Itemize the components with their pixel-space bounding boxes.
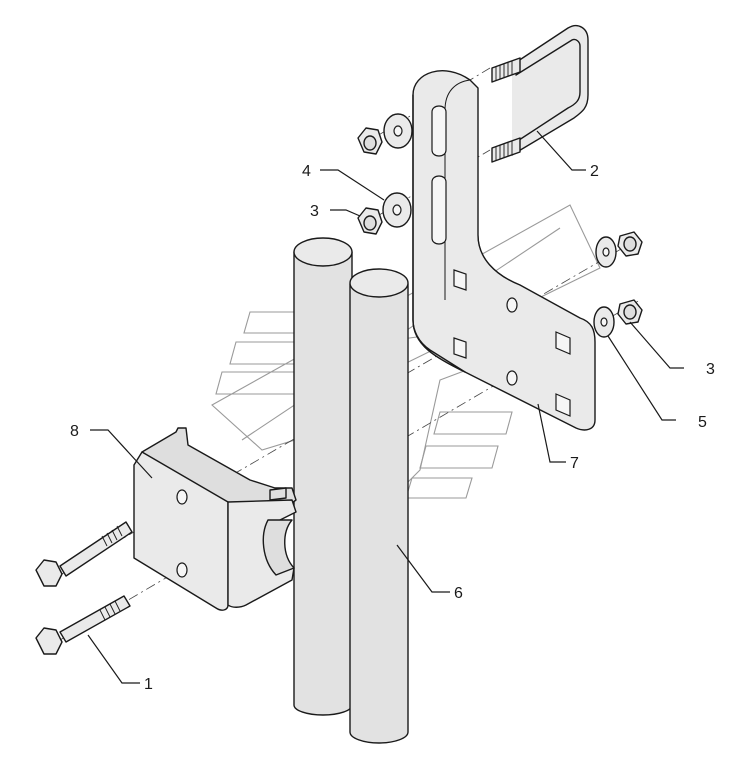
nut-upper-right (617, 231, 643, 257)
callout-label-3a: 3 (310, 203, 319, 220)
callout-label-5: 5 (698, 414, 707, 431)
callout-label-3b: 3 (706, 361, 715, 378)
nut-upper-left (357, 127, 383, 155)
callout-2: 2 (536, 130, 599, 180)
tube-rear (293, 237, 353, 716)
callout-label-1: 1 (144, 676, 153, 693)
washer-4 (382, 192, 412, 228)
callout-7: 7 (537, 403, 579, 472)
callout-label-4: 4 (302, 163, 311, 180)
washer-upper-left (383, 113, 413, 149)
angle-bracket (412, 70, 596, 431)
bolt-lower (35, 595, 131, 655)
callout-label-8: 8 (70, 423, 79, 440)
callout-3-left: 3 (310, 203, 361, 220)
washer-upper-right (595, 236, 617, 268)
callout-6: 6 (396, 544, 463, 602)
callout-label-2: 2 (590, 163, 599, 180)
washer-5 (593, 306, 615, 338)
callout-5: 5 (607, 335, 707, 431)
bolt-upper (35, 521, 133, 587)
tube-front (349, 268, 409, 744)
callout-1: 1 (87, 634, 153, 693)
u-bolt (491, 24, 589, 163)
callout-label-6: 6 (454, 585, 463, 602)
nut-3-left (357, 207, 383, 235)
callout-3-right: 3 (629, 321, 715, 378)
clamp-bracket (133, 427, 297, 611)
nut-3-right (617, 299, 643, 325)
callout-label-7: 7 (570, 455, 579, 472)
callout-4: 4 (302, 163, 385, 201)
callout-8: 8 (70, 423, 153, 479)
